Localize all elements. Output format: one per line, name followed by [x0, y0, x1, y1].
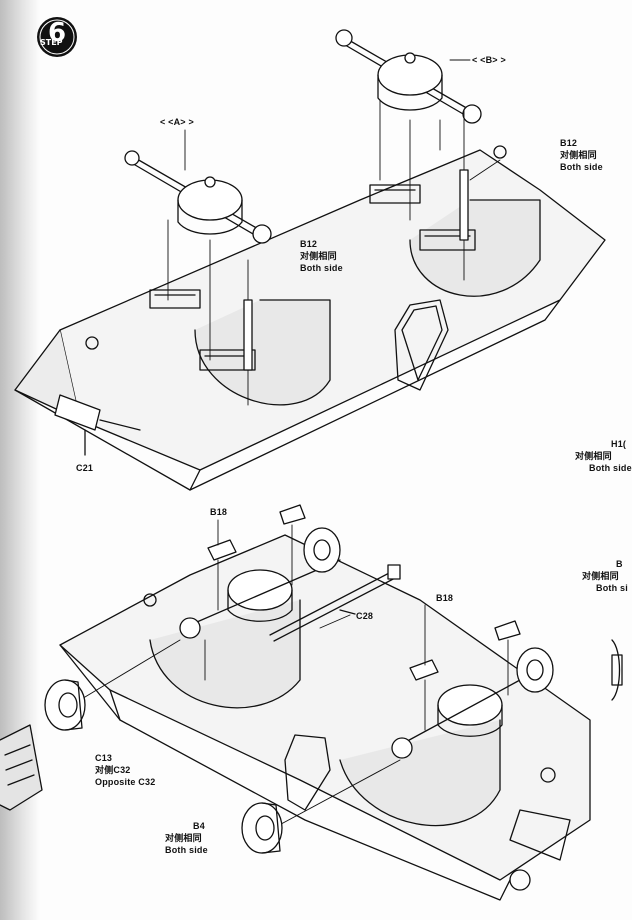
assembly-guide-lines-upper: [167, 59, 501, 406]
label-english-note: Both side: [560, 162, 603, 172]
part-b4-wheel: [241, 802, 283, 854]
part-c28-shaft: [269, 564, 401, 642]
label-b-cut: B 对侧相同 Both si: [582, 558, 628, 594]
upper-hull: [14, 145, 606, 491]
axle-assembly-lower-rear: [391, 647, 554, 759]
label-english-note: Both side: [589, 463, 632, 473]
axle-assembly-a: [124, 150, 272, 244]
label-english-note: Both si: [596, 583, 628, 593]
lower-hull: [59, 534, 591, 901]
label-chinese-note: 对侧相同: [575, 451, 612, 461]
right-edge-fragment: [611, 639, 623, 701]
label-chinese-note: 对侧相同: [300, 251, 337, 261]
label-b18-left: B18: [210, 507, 228, 517]
label-chinese-note: 对侧相同: [582, 571, 619, 581]
label-c28: C28: [356, 611, 374, 621]
label-english-note: Both side: [165, 845, 208, 855]
label-part-number: H1(: [611, 439, 627, 449]
adjacent-page-fragment: [0, 724, 43, 811]
label-part-number: C13: [95, 753, 113, 763]
axle-assembly-lower-front: [179, 527, 341, 639]
label-h1-cut: H1( 对侧相同 Both side: [575, 438, 632, 474]
label-part-number: B4: [193, 821, 205, 831]
label-english-note: Both side: [300, 263, 343, 273]
label-b12-right: B12 对侧相同 Both side: [560, 137, 603, 173]
step-word: STEP: [40, 38, 63, 47]
label-english-note: Opposite C32: [95, 777, 156, 787]
label-group-b: < <B> >: [472, 55, 506, 65]
step-number: 6: [47, 18, 67, 48]
part-c13-wheel: [44, 679, 86, 731]
label-group-a: < <A> >: [160, 117, 194, 127]
label-chinese-note: 对侧C32: [95, 765, 131, 775]
label-chinese-note: 对侧相同: [165, 833, 202, 843]
label-b12-mid: B12 对侧相同 Both side: [300, 238, 343, 274]
label-part-number: B12: [560, 138, 578, 148]
step-badge-icon: [37, 17, 77, 57]
label-b4: B4 对侧相同 Both side: [165, 820, 208, 856]
part-c21: [54, 394, 141, 456]
part-b18-brackets: [207, 504, 521, 681]
label-c21: C21: [76, 463, 94, 473]
label-chinese-note: 对侧相同: [560, 150, 597, 160]
label-part-number: B12: [300, 239, 318, 249]
label-b18-right: B18: [436, 593, 454, 603]
label-part-number: B: [616, 559, 623, 569]
axle-assembly-b: [335, 29, 482, 124]
assembly-guide-lines-lower: [79, 519, 509, 831]
label-c13: C13 对侧C32 Opposite C32: [95, 752, 155, 788]
step-badge: 6 STEP: [36, 16, 78, 58]
